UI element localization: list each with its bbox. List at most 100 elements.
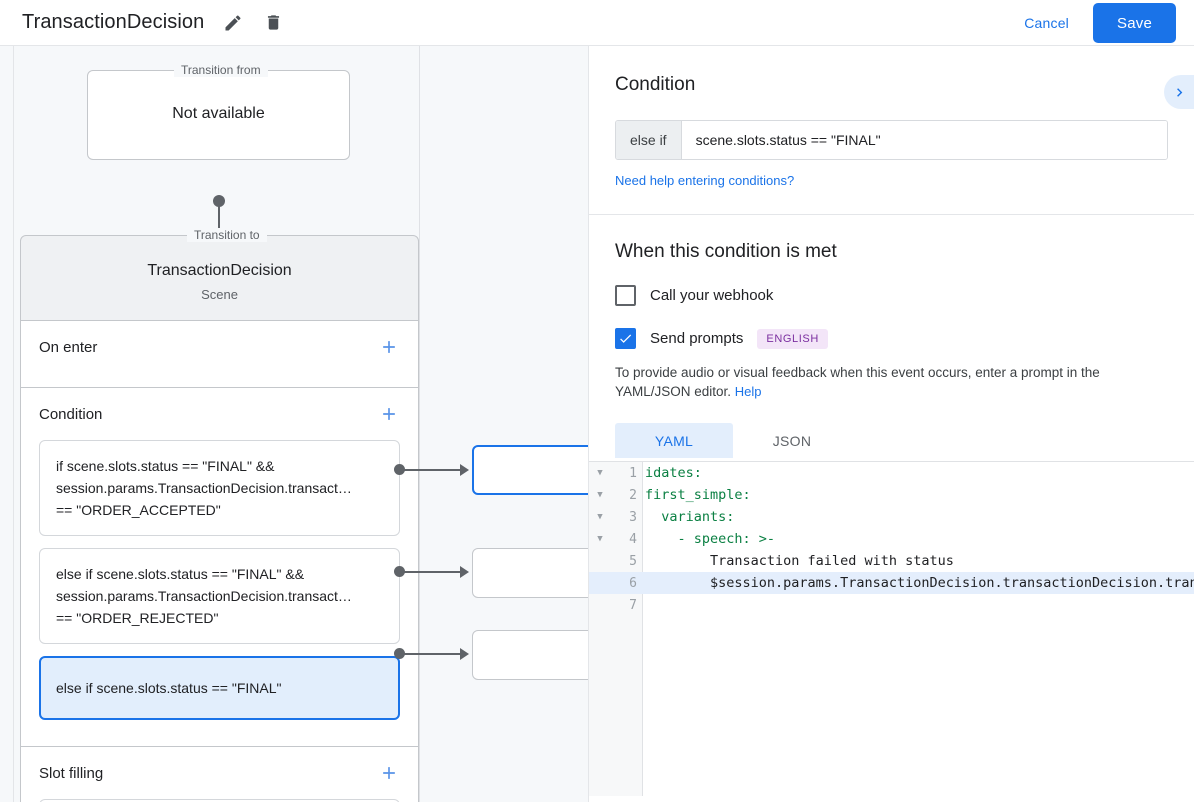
editor-line-number: 5 [629, 553, 637, 569]
prompts-help-link[interactable]: Help [734, 384, 762, 399]
condition-card-line: session.params.TransactionDecision.trans… [56, 588, 352, 604]
send-prompts-row: Send prompts ENGLISH [615, 328, 1168, 349]
connector-arrow [460, 566, 469, 578]
condition-met-heading: When this condition is met [615, 241, 837, 262]
editor-line-text: first_simple: [645, 487, 751, 503]
transition-from-value: Not available [172, 105, 265, 122]
condition-title: Condition [39, 405, 103, 423]
editor-line-number: 6 [629, 575, 637, 591]
connector-dot [394, 648, 405, 659]
connector-arrow [460, 648, 469, 660]
condition-card-line: else if scene.slots.status == "FINAL" && [56, 566, 305, 582]
editor-line-number: 2 [629, 487, 637, 503]
canvas-left-rule [13, 46, 14, 802]
fold-arrow-icon[interactable]: ▼ [597, 468, 603, 478]
editor-format-tabs: YAML JSON [615, 423, 1168, 458]
fold-arrow-icon[interactable]: ▼ [597, 534, 603, 544]
editor-line[interactable]: ▼ 4 - speech: >- [589, 528, 1194, 550]
connector-arrow [460, 464, 469, 476]
slot-filling-header: Slot filling [39, 747, 400, 799]
call-webhook-label: Call your webhook [650, 287, 774, 304]
editor-fold-gutter [589, 462, 611, 796]
section-slot-filling: Slot filling Slot validation [20, 747, 419, 802]
editor-line-number: 7 [629, 597, 637, 613]
code-editor[interactable]: ▼ 1 idates: ▼ 2 first_simple: ▼ 3 variants: ▼ 4 -… [589, 461, 1194, 796]
transition-to-box: Transition to TransactionDecision Scene [20, 228, 419, 321]
webhook-row: Call your webhook [615, 285, 1168, 306]
section-condition: Condition if scene.slots.status == "FINA… [20, 388, 419, 747]
tab-json[interactable]: JSON [772, 432, 812, 449]
transition-from-box: Transition from Not available [87, 63, 350, 160]
editor-line[interactable]: ▼ 2 first_simple: [589, 484, 1194, 506]
condition-input[interactable] [681, 121, 1167, 159]
scene-type: Scene [201, 287, 238, 302]
condition-met-section: When this condition is met Call your web… [589, 215, 1194, 458]
connector-dot [394, 464, 405, 475]
editor-line[interactable]: 7 [589, 594, 1194, 616]
editor-line[interactable]: ▼ 1 idates: [589, 462, 1194, 484]
flow-arrow-line [218, 201, 220, 251]
chevron-right-icon[interactable] [1164, 75, 1194, 109]
plus-icon[interactable] [378, 762, 400, 784]
fold-arrow-icon[interactable]: ▼ [597, 490, 603, 500]
transition-from-legend: Transition from [174, 63, 268, 77]
slot-filling-title: Slot filling [39, 764, 104, 782]
app-header: TransactionDecision Cancel Save [0, 0, 1194, 46]
editor-line-text: variants: [645, 509, 735, 525]
transition-target-box[interactable] [472, 548, 588, 598]
transition-target-box[interactable] [472, 630, 588, 680]
condition-card-line: session.params.TransactionDecision.trans… [56, 480, 352, 496]
condition-card-line: if scene.slots.status == "FINAL" && [56, 458, 275, 474]
editor-line-text: idates: [645, 465, 702, 481]
send-prompts-label: Send prompts [650, 330, 744, 347]
condition-input-row: else if [615, 120, 1168, 160]
plus-icon[interactable] [378, 403, 400, 425]
condition-heading: Condition [615, 74, 696, 95]
editor-line[interactable]: 5 Transaction failed with status [589, 550, 1194, 572]
connector-line [400, 469, 462, 471]
editor-line-text: - speech: >- [645, 531, 776, 547]
on-enter-header: On enter [39, 321, 400, 373]
call-webhook-checkbox[interactable] [615, 285, 636, 306]
prompts-helper-text: To provide audio or visual feedback when… [615, 363, 1168, 401]
trash-icon[interactable] [262, 12, 284, 34]
condition-card[interactable]: else if scene.slots.status == "FINAL" &&… [39, 548, 400, 644]
condition-section: Condition else if Need help entering con… [589, 46, 1194, 190]
tab-yaml[interactable]: YAML [615, 423, 733, 458]
condition-detail-panel: Condition else if Need help entering con… [588, 46, 1194, 802]
fold-arrow-icon[interactable]: ▼ [597, 512, 603, 522]
language-badge: ENGLISH [757, 328, 828, 349]
scene-flow-canvas: Transition from Not available Transition… [0, 46, 588, 802]
condition-card-line: == "ORDER_ACCEPTED" [56, 502, 221, 518]
condition-header: Condition [39, 388, 400, 440]
transition-target-box-active[interactable] [472, 445, 588, 495]
condition-help-link[interactable]: Need help entering conditions? [615, 173, 795, 188]
plus-icon[interactable] [378, 336, 400, 358]
condition-prefix: else if [616, 121, 682, 159]
send-prompts-checkbox[interactable] [615, 328, 636, 349]
editor-line-number: 1 [629, 465, 637, 481]
editor-line-number: 3 [629, 509, 637, 525]
section-on-enter: On enter [20, 321, 419, 388]
on-enter-title: On enter [39, 338, 98, 356]
editor-line[interactable]: ▼ 3 variants: [589, 506, 1194, 528]
header-actions: Cancel Save [1010, 0, 1176, 46]
editor-line-text: $session.params.TransactionDecision.tran… [710, 575, 1194, 591]
save-button[interactable]: Save [1093, 3, 1176, 43]
pencil-icon[interactable] [222, 12, 244, 34]
prompts-helper-sentence: To provide audio or visual feedback when… [615, 365, 1100, 399]
page-title: TransactionDecision [22, 11, 205, 33]
editor-code-rows: ▼ 1 idates: ▼ 2 first_simple: ▼ 3 variants: ▼ 4 -… [589, 462, 1194, 616]
connector-line [400, 571, 462, 573]
editor-line-number: 4 [629, 531, 637, 547]
condition-card-line: == "ORDER_REJECTED" [56, 610, 219, 626]
editor-line[interactable]: 6 $session.params.TransactionDecision.tr… [589, 572, 1194, 594]
condition-help-row: Need help entering conditions? [615, 172, 1168, 190]
condition-card[interactable]: if scene.slots.status == "FINAL" && sess… [39, 440, 400, 536]
panel-divider [589, 214, 1194, 215]
canvas-mid-rule [419, 46, 420, 802]
condition-card-selected[interactable]: else if scene.slots.status == "FINAL" [39, 656, 400, 720]
cancel-button[interactable]: Cancel [1010, 7, 1083, 39]
transition-to-legend: Transition to [187, 228, 267, 242]
scene-name: TransactionDecision [147, 262, 292, 279]
